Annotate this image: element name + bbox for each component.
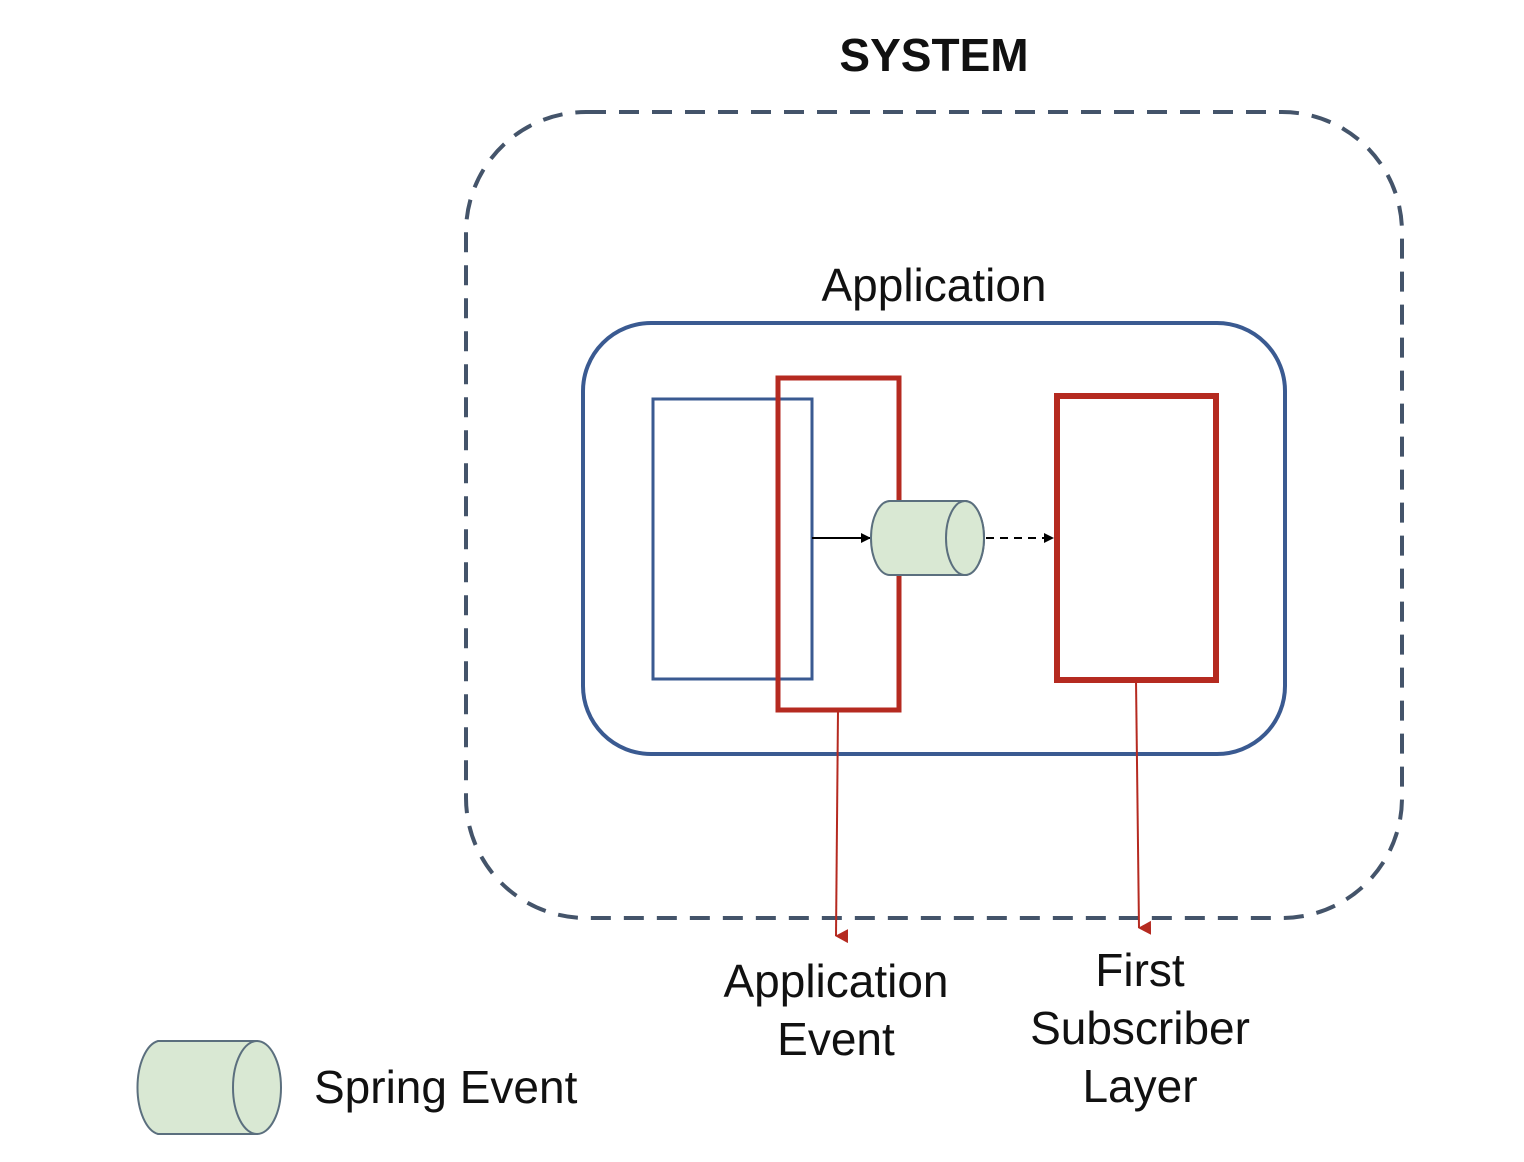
legend-spring-event-icon xyxy=(136,1040,282,1135)
application-event-label-line-2: Event xyxy=(777,1013,895,1065)
system-boundary xyxy=(464,110,1404,920)
first-subscriber-callout-line xyxy=(1135,679,1152,935)
application-event-label: Application Event xyxy=(676,952,996,1068)
system-title: SYSTEM xyxy=(839,29,1029,81)
first-subscriber-label-line-1: First xyxy=(1095,944,1185,996)
publisher-component xyxy=(651,397,814,681)
application-event-callout-line xyxy=(835,709,849,944)
first-subscriber-label-line-2: Subscriber xyxy=(1030,1002,1250,1054)
legend-spring-event-label: Spring Event xyxy=(314,1061,578,1113)
first-subscriber-layer-box xyxy=(1054,393,1219,683)
application-event-label-line-1: Application xyxy=(723,955,949,1007)
application-container xyxy=(581,321,1287,756)
first-subscriber-layer-label: First Subscriber Layer xyxy=(980,941,1300,1115)
first-subscriber-label-line-3: Layer xyxy=(1082,1060,1198,1112)
application-title: Application xyxy=(821,259,1047,311)
spring-event-cylinder xyxy=(870,500,985,576)
